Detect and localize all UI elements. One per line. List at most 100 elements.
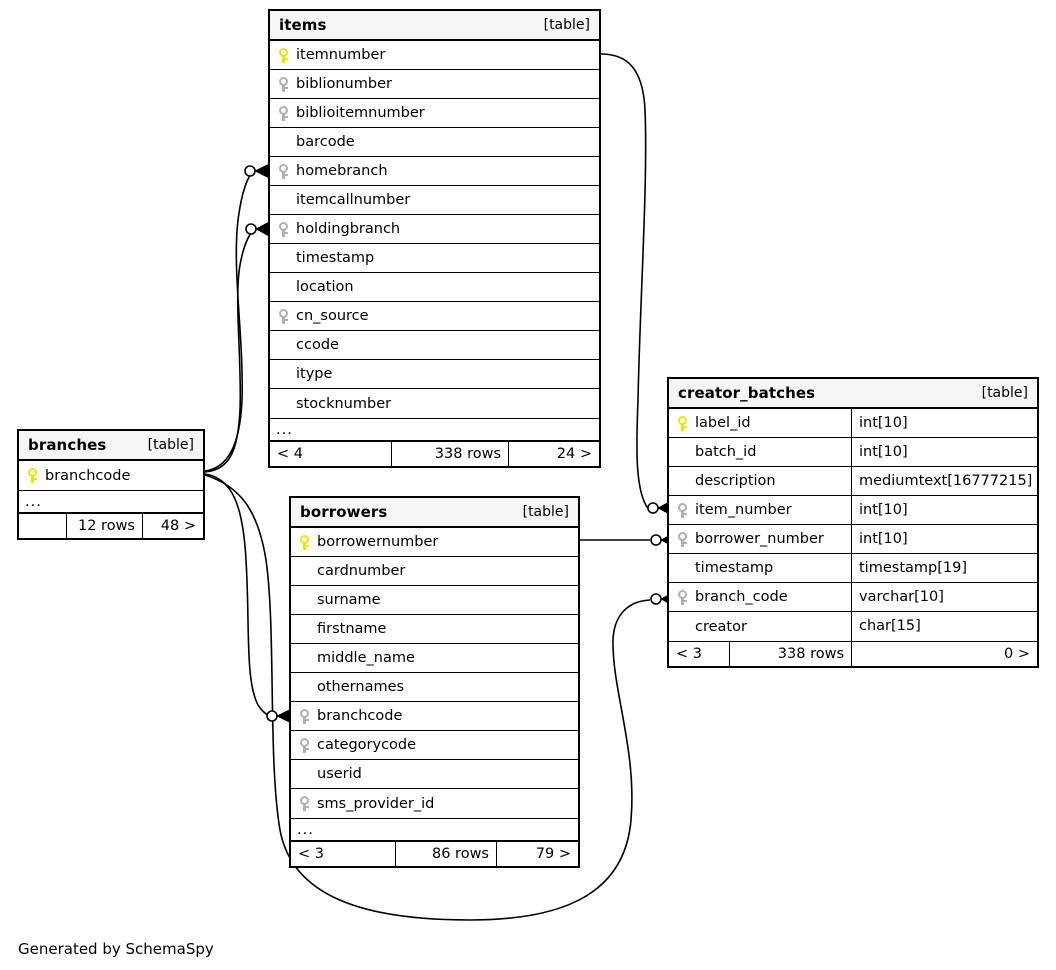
column-location[interactable]: location xyxy=(270,273,599,302)
column-itemnumber[interactable]: itemnumber xyxy=(270,41,599,70)
foreign-key-icon xyxy=(291,737,317,753)
column-userid[interactable]: userid xyxy=(291,760,578,789)
column-label: itemnumber xyxy=(296,47,386,63)
column-label: borrowernumber xyxy=(317,534,439,550)
table-creator-batches-columns: label_id int[10] batch_id int[10] descri… xyxy=(669,408,1037,641)
column-othernames[interactable]: othernames xyxy=(291,673,578,702)
table-items-parents-count[interactable]: < 4 xyxy=(270,442,392,466)
column-branchcode[interactable]: branchcode xyxy=(291,702,578,731)
table-creator-batches-footer: < 3 338 rows 0 > xyxy=(669,641,1037,666)
column-label: surname xyxy=(317,592,381,608)
table-items-header: items [table] xyxy=(270,11,599,41)
table-borrowers-footer: < 3 86 rows 79 > xyxy=(291,841,578,866)
primary-key-icon xyxy=(270,47,296,63)
table-creator-batches[interactable]: creator_batches [table] label_id int[10]… xyxy=(667,377,1039,668)
table-branches-children-count[interactable]: 48 > xyxy=(160,518,196,534)
column-label: cn_source xyxy=(296,308,369,324)
column-description[interactable]: description mediumtext[16777215] xyxy=(669,466,1037,496)
column-label: sms_provider_id xyxy=(317,795,435,812)
column-itemcallnumber[interactable]: itemcallnumber xyxy=(270,186,599,215)
table-borrowers-more-columns: ... xyxy=(291,818,578,841)
column-stocknumber[interactable]: stocknumber xyxy=(270,389,599,418)
table-creator-batches-parents-count[interactable]: < 3 xyxy=(669,642,730,666)
column-label: userid xyxy=(317,766,362,782)
table-branches-columns: branchcode xyxy=(19,461,203,490)
table-borrowers-children-count[interactable]: 79 > xyxy=(535,846,571,862)
endpoint-arrow-items-homebranch xyxy=(254,163,269,179)
column-cardnumber[interactable]: cardnumber xyxy=(291,557,578,586)
column-branch-code[interactable]: branch_code varchar[10] xyxy=(669,582,1037,612)
foreign-key-icon xyxy=(270,105,296,121)
table-items[interactable]: items [table] itemnumber biblionumber bi… xyxy=(268,9,601,468)
foreign-key-icon xyxy=(291,796,317,811)
table-items-children-count[interactable]: 24 > xyxy=(556,446,592,462)
edge-branches-to-items-homebranch xyxy=(204,171,254,472)
table-creator-batches-header: creator_batches [table] xyxy=(669,379,1037,409)
column-label: categorycode xyxy=(317,737,417,753)
table-branches[interactable]: branches [table] branchcode ... 12 rows … xyxy=(17,429,205,540)
column-batch-id[interactable]: batch_id int[10] xyxy=(669,437,1037,467)
foreign-key-icon xyxy=(270,163,296,179)
column-label: creator xyxy=(695,618,747,635)
column-label-id[interactable]: label_id int[10] xyxy=(669,408,1037,438)
foreign-key-icon xyxy=(270,76,296,92)
table-branches-parents-count[interactable] xyxy=(19,514,67,538)
table-borrowers-row-count: 86 rows xyxy=(396,842,497,866)
column-label: cardnumber xyxy=(317,563,406,579)
table-borrowers-tag: [table] xyxy=(522,504,569,520)
table-borrowers-title: borrowers xyxy=(300,503,388,521)
column-biblioitemnumber[interactable]: biblioitemnumber xyxy=(270,99,599,128)
column-holdingbranch[interactable]: holdingbranch xyxy=(270,215,599,244)
column-label: label_id xyxy=(695,415,751,431)
column-type: char[15] xyxy=(851,612,1037,641)
column-itype[interactable]: itype xyxy=(270,360,599,389)
column-type: int[10] xyxy=(851,524,1037,554)
table-creator-batches-children-count[interactable]: 0 > xyxy=(1004,646,1030,662)
column-type: int[10] xyxy=(851,495,1037,525)
column-barcode[interactable]: barcode xyxy=(270,128,599,157)
column-ccode[interactable]: ccode xyxy=(270,331,599,360)
edge-branches-to-items-holdingbranch xyxy=(204,229,255,473)
column-sms-provider-id[interactable]: sms_provider_id xyxy=(291,789,578,818)
column-borrower-number[interactable]: borrower_number int[10] xyxy=(669,524,1037,554)
column-label: stocknumber xyxy=(296,395,392,412)
endpoint-circle-creator-borrower-number xyxy=(650,534,662,546)
column-surname[interactable]: surname xyxy=(291,586,578,615)
column-label: ccode xyxy=(296,337,339,353)
column-categorycode[interactable]: categorycode xyxy=(291,731,578,760)
column-label: firstname xyxy=(317,621,387,637)
column-timestamp[interactable]: timestamp timestamp[19] xyxy=(669,553,1037,583)
column-branchcode[interactable]: branchcode xyxy=(19,461,203,490)
column-biblionumber[interactable]: biblionumber xyxy=(270,70,599,99)
generated-by-caption: Generated by SchemaSpy xyxy=(18,940,214,958)
foreign-key-icon xyxy=(270,308,296,324)
table-borrowers-parents-count[interactable]: < 3 xyxy=(291,842,396,866)
column-creator[interactable]: creator char[15] xyxy=(669,612,1037,641)
column-firstname[interactable]: firstname xyxy=(291,615,578,644)
column-label: biblionumber xyxy=(296,76,392,92)
column-borrowernumber[interactable]: borrowernumber xyxy=(291,528,578,557)
column-label: batch_id xyxy=(695,444,757,460)
foreign-key-icon xyxy=(669,589,695,605)
column-label: timestamp xyxy=(695,560,774,576)
column-label: homebranch xyxy=(296,163,388,179)
table-creator-batches-row-count: 338 rows xyxy=(730,642,852,666)
column-timestamp[interactable]: timestamp xyxy=(270,244,599,273)
foreign-key-icon xyxy=(270,221,296,237)
column-label: othernames xyxy=(317,679,405,695)
column-label: description xyxy=(695,473,776,489)
column-homebranch[interactable]: homebranch xyxy=(270,157,599,186)
column-item-number[interactable]: item_number int[10] xyxy=(669,495,1037,525)
column-label: itype xyxy=(296,366,333,382)
endpoint-circle-items-holdingbranch xyxy=(245,223,257,235)
column-cn-source[interactable]: cn_source xyxy=(270,302,599,331)
column-middle-name[interactable]: middle_name xyxy=(291,644,578,673)
primary-key-icon xyxy=(291,534,317,550)
column-label: branchcode xyxy=(317,708,403,724)
table-borrowers[interactable]: borrowers [table] borrowernumber cardnum… xyxy=(289,496,580,868)
table-items-columns: itemnumber biblionumber biblioitemnumber… xyxy=(270,41,599,418)
table-items-more-columns: ... xyxy=(270,418,599,441)
foreign-key-icon xyxy=(669,531,695,547)
endpoint-circle-items-homebranch xyxy=(244,165,256,177)
